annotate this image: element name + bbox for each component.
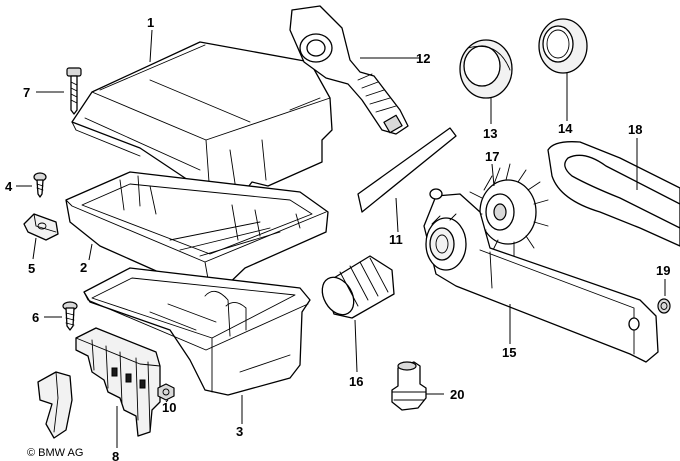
part-11-strip — [357, 127, 457, 213]
part-10-nut — [157, 383, 175, 401]
part-13-grommet — [459, 39, 513, 99]
callout-5: 5 — [28, 261, 35, 276]
part-19-nut — [657, 298, 671, 314]
callout-17: 17 — [485, 149, 499, 164]
callout-11: 11 — [389, 232, 403, 247]
callout-3: 3 — [236, 424, 243, 439]
part-9-clip — [37, 371, 73, 439]
part-3-housing — [83, 267, 311, 396]
callout-12: 12 — [416, 51, 430, 66]
callout-7: 7 — [23, 85, 30, 100]
callout-16: 16 — [349, 374, 363, 389]
callout-14: 14 — [558, 121, 573, 136]
part-1-cover — [71, 41, 333, 201]
callout-20: 20 — [450, 387, 464, 402]
part-16-bellows — [321, 255, 395, 319]
part-15-housing — [423, 188, 659, 363]
callout-13: 13 — [483, 126, 497, 141]
part-2-frame — [65, 171, 329, 291]
callout-15: 15 — [502, 345, 516, 360]
callout-19: 19 — [656, 263, 670, 278]
part-20-sensor — [391, 361, 427, 411]
part-17-blower — [467, 163, 549, 257]
part-6-bolt — [62, 301, 78, 331]
callout-10: 10 — [162, 400, 176, 415]
part-14-grommet — [538, 18, 588, 74]
callout-8: 8 — [112, 449, 119, 461]
part-12-boot — [289, 5, 409, 135]
copyright: © BMW AG — [27, 447, 83, 459]
part-8-bracket — [75, 327, 161, 437]
part-5-clip — [23, 213, 59, 241]
part-7-screw — [66, 67, 82, 115]
part-4-screw — [33, 172, 47, 198]
callout-4: 4 — [5, 179, 13, 194]
leader-lines — [16, 29, 666, 448]
callout-2: 2 — [80, 260, 87, 275]
callout-labels: 1 2 3 4 5 6 7 8 10 11 12 13 14 18 15 16 … — [5, 15, 670, 461]
callout-6: 6 — [32, 310, 39, 325]
callout-1: 1 — [147, 15, 154, 30]
part-18-seal — [547, 141, 680, 247]
callout-15-18: 18 — [628, 122, 642, 137]
